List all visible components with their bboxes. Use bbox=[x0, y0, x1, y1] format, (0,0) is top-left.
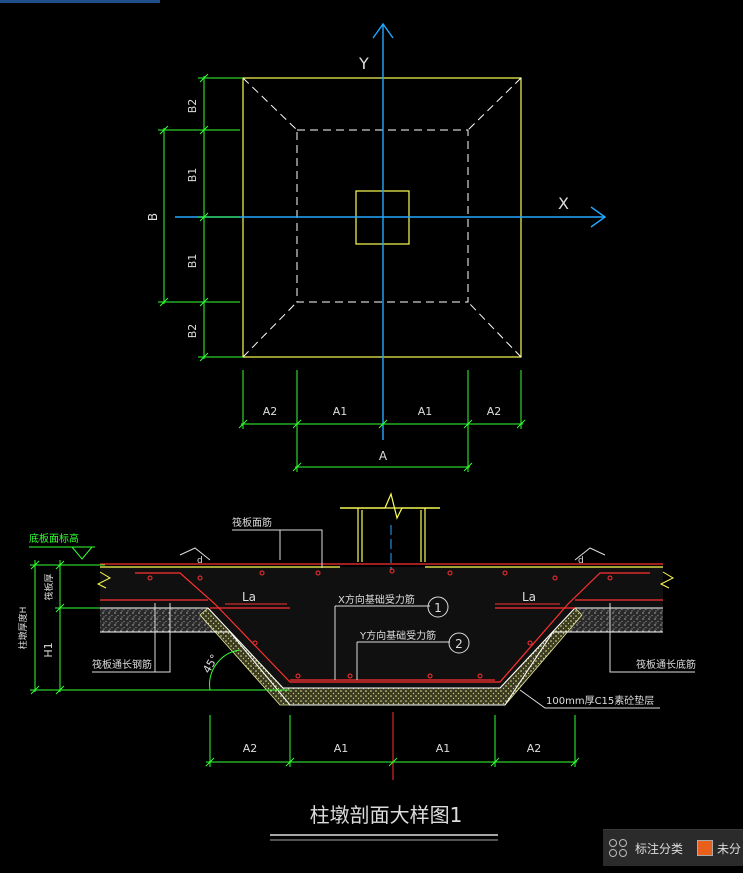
section-rebar-dots bbox=[147, 568, 613, 679]
section-lower-concrete-left bbox=[100, 608, 230, 632]
plan-axis-x-label: X bbox=[558, 194, 569, 213]
grid-circles-icon bbox=[609, 839, 627, 857]
marker-2: 2 bbox=[455, 637, 463, 651]
elev-triangle-icon bbox=[71, 546, 93, 560]
classify-label: 标注分类 bbox=[635, 841, 684, 856]
section-left-dimensions bbox=[30, 560, 290, 695]
section-angle-arc bbox=[209, 649, 241, 691]
window-title-strip bbox=[0, 0, 160, 3]
section-title: 柱墩剖面大样图1 bbox=[310, 803, 463, 827]
section-pier-height: 柱墩厚度H bbox=[17, 607, 29, 650]
section-h1: H1 bbox=[42, 642, 55, 657]
hook-d-left: d bbox=[197, 556, 203, 566]
section-y-rebar: Y方向基础受力筋 bbox=[359, 629, 436, 642]
section-dim-a1-left: A1 bbox=[334, 742, 349, 755]
section-cushion: 100mm厚C15素砼垫层 bbox=[546, 694, 654, 707]
section-la-left: La bbox=[242, 590, 256, 604]
section-break-left bbox=[96, 571, 112, 589]
plan-axis-y-label: Y bbox=[358, 54, 369, 73]
leader-bottom-long-right bbox=[609, 603, 695, 673]
x-axis-arrow-icon bbox=[590, 206, 607, 228]
marker-1: 1 bbox=[434, 601, 442, 615]
section-dim-a1-right: A1 bbox=[436, 742, 451, 755]
plan-dim-b1-lower: B1 bbox=[186, 254, 199, 269]
marker-2-circle bbox=[448, 632, 470, 654]
section-outline bbox=[100, 631, 663, 706]
leader-top-rebar bbox=[232, 529, 323, 568]
plan-dim-a1-left: A1 bbox=[333, 405, 348, 418]
section-break-line bbox=[340, 492, 440, 520]
leader-bottom-long-left bbox=[92, 603, 171, 673]
plan-dim-b: B bbox=[146, 213, 160, 221]
unclassified-label: 未分 bbox=[717, 841, 742, 856]
section-raft-thickness: 筏板厚 bbox=[43, 573, 55, 600]
plan-left-dimensions bbox=[158, 73, 243, 362]
plan-dim-b1-upper: B1 bbox=[186, 168, 199, 183]
y-axis-arrow-icon bbox=[372, 22, 394, 39]
section-view: La La d d 底板面标高 筏板厚 柱墩厚度H H1 筏板面筋 bbox=[17, 492, 696, 841]
plan-dim-b2-top: B2 bbox=[186, 99, 199, 114]
plan-bottom-dimensions bbox=[238, 370, 526, 472]
section-raft-body bbox=[100, 567, 663, 688]
section-angle: 45° bbox=[200, 652, 221, 675]
section-raft-bottom-long-right: 筏板通长底筋 bbox=[636, 658, 696, 671]
unclassified-button[interactable]: 未分 bbox=[689, 830, 743, 866]
annotation-toolbar: 标注分类 未分 bbox=[603, 829, 743, 866]
unclassified-swatch-icon bbox=[697, 840, 714, 856]
plan-dim-a1-right: A1 bbox=[418, 405, 433, 418]
leader-cushion bbox=[519, 689, 660, 709]
plan-view: Y X B2 B1 B1 B2 B bbox=[146, 22, 607, 472]
section-raft-bottom-long-left: 筏板通长钢筋 bbox=[92, 658, 152, 671]
section-x-rebar: X方向基础受力筋 bbox=[338, 593, 415, 606]
plan-dim-a: A bbox=[379, 449, 388, 463]
section-rebars bbox=[100, 563, 663, 683]
section-dim-a2-right: A2 bbox=[527, 742, 542, 755]
section-column bbox=[340, 507, 440, 562]
hook-right bbox=[574, 547, 606, 561]
section-raft-bottom-elev: 底板面标高 bbox=[29, 532, 79, 545]
section-dim-a2-left: A2 bbox=[243, 742, 258, 755]
section-raft-top-rebar: 筏板面筋 bbox=[232, 516, 272, 529]
plan-dim-a2-right: A2 bbox=[487, 405, 502, 418]
hook-left bbox=[179, 547, 211, 561]
section-break-right bbox=[659, 571, 675, 589]
marker-1-circle bbox=[427, 596, 449, 618]
plan-dim-b2-bottom: B2 bbox=[186, 324, 199, 339]
section-bottom-dimensions bbox=[205, 715, 580, 767]
classify-button[interactable]: 标注分类 bbox=[603, 830, 689, 866]
hook-d-right: d bbox=[578, 556, 584, 566]
section-slab-bottom bbox=[100, 607, 663, 689]
section-la-right: La bbox=[522, 590, 536, 604]
plan-dim-a2-left: A2 bbox=[263, 405, 278, 418]
